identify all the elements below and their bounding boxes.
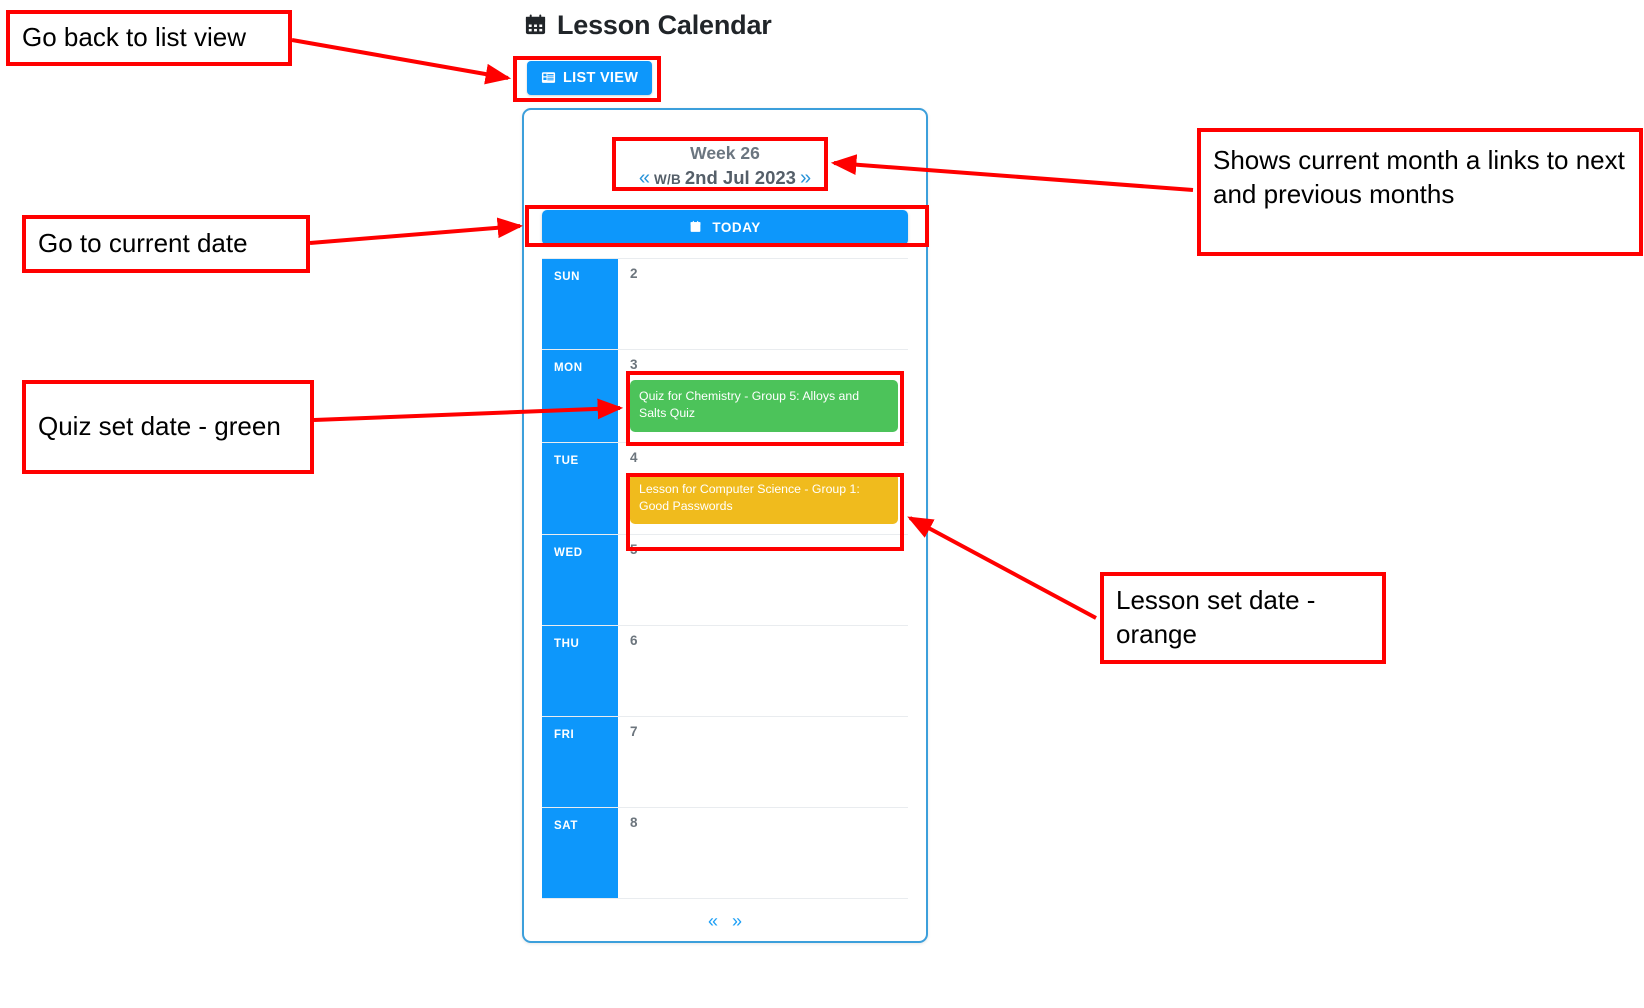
day-number: 4	[630, 449, 638, 465]
day-number: 6	[630, 633, 638, 649]
week-header: Week 26 « W/B 2nd Jul 2023 »	[524, 142, 926, 192]
calendar-pager: « »	[542, 898, 908, 941]
annotation-lesson: Lesson set date - orange	[1100, 572, 1386, 664]
day-cell[interactable]: 5	[618, 535, 908, 625]
today-button[interactable]: TODAY	[542, 209, 908, 245]
day-cell[interactable]: 7	[618, 717, 908, 807]
previous-week-arrow[interactable]: «	[638, 167, 651, 190]
day-row: THU 6	[542, 626, 908, 718]
day-cell[interactable]: 2	[618, 259, 908, 349]
day-number: 7	[630, 724, 638, 740]
day-cell[interactable]: 6	[618, 626, 908, 716]
day-row: SUN 2	[542, 258, 908, 350]
day-name-tue: TUE	[542, 442, 618, 535]
annotation-list-view: Go back to list view	[6, 10, 292, 66]
wb-label: W/B	[654, 172, 681, 188]
event-chip-lesson[interactable]: Lesson for Computer Science - Group 1: G…	[630, 472, 898, 525]
day-number: 8	[630, 815, 638, 831]
day-row: WED 5	[542, 535, 908, 627]
annotation-week-nav-text: Shows current month a links to next and …	[1213, 145, 1625, 209]
day-name-fri: FRI	[542, 717, 618, 808]
day-cell[interactable]: 8	[618, 808, 908, 898]
annotation-quiz: Quiz set date - green	[22, 380, 314, 474]
pager-next-arrow[interactable]: »	[732, 911, 743, 932]
day-name-thu: THU	[542, 626, 618, 717]
event-chip-quiz[interactable]: Quiz for Chemistry - Group 5: Alloys and…	[630, 379, 898, 432]
calendar-day-icon	[689, 220, 706, 235]
day-row: FRI 7	[542, 717, 908, 809]
today-label: TODAY	[712, 219, 761, 235]
pager-previous-arrow[interactable]: «	[707, 911, 718, 932]
annotation-today-text: Go to current date	[38, 228, 248, 259]
day-name-sun: SUN	[542, 258, 618, 349]
day-name-sat: SAT	[542, 808, 618, 899]
list-view-label: LIST VIEW	[563, 70, 639, 86]
annotation-list-view-text: Go back to list view	[22, 22, 246, 53]
day-number: 3	[630, 356, 638, 372]
day-name-wed: WED	[542, 535, 618, 626]
week-nav-row: « W/B 2nd Jul 2023 »	[524, 166, 926, 192]
week-beginning-date: 2nd Jul 2023	[684, 167, 796, 189]
next-week-arrow[interactable]: »	[799, 167, 812, 190]
day-row: SAT 8	[542, 808, 908, 899]
list-view-button[interactable]: LIST VIEW	[527, 61, 653, 95]
calendar-icon	[524, 13, 547, 40]
page-title: Lesson Calendar	[524, 10, 772, 41]
annotation-quiz-text: Quiz set date - green	[38, 411, 281, 442]
list-icon	[541, 70, 556, 87]
page-title-text: Lesson Calendar	[557, 10, 772, 40]
annotation-today: Go to current date	[22, 215, 310, 273]
day-number: 2	[630, 265, 638, 281]
annotation-week-nav: Shows current month a links to next and …	[1197, 128, 1643, 256]
day-number: 5	[630, 542, 638, 558]
week-number: Week 26	[690, 143, 760, 163]
annotation-lesson-text: Lesson set date - orange	[1116, 585, 1316, 649]
day-name-mon: MON	[542, 349, 618, 442]
